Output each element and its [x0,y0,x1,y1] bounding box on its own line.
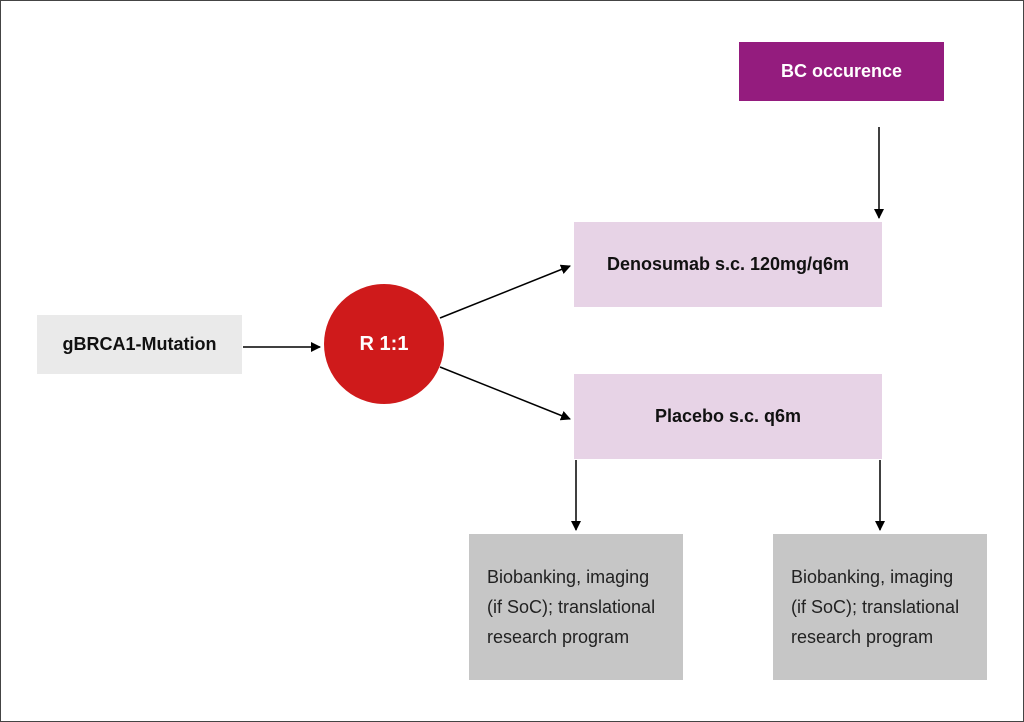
randomization-circle: R 1:1 [324,284,444,404]
outcome-left-line3: research program [487,627,630,647]
outcome-left-line2: (if SoC); translational [487,597,656,617]
outcome-right-line1: Biobanking, imaging [791,567,954,587]
placebo-arm-box: Placebo s.c. q6m [574,374,882,459]
outcome-right-line2: (if SoC); translational [791,597,960,617]
denosumab-arm-box: Denosumab s.c. 120mg/q6m [574,222,882,307]
bc-occurence-box: BC occurence [739,42,944,101]
arrow-randomization-to-denosumab [439,264,571,319]
gbrca1-mutation-box: gBRCA1-Mutation [37,315,242,374]
outcome-right-line3: research program [791,627,934,647]
outcome-box-right: Biobanking, imaging (if SoC); translatio… [773,534,987,680]
outcome-box-left: Biobanking, imaging (if SoC); translatio… [469,534,683,680]
outcome-left-line1: Biobanking, imaging [487,567,650,587]
arrow-randomization-to-placebo [439,366,571,421]
